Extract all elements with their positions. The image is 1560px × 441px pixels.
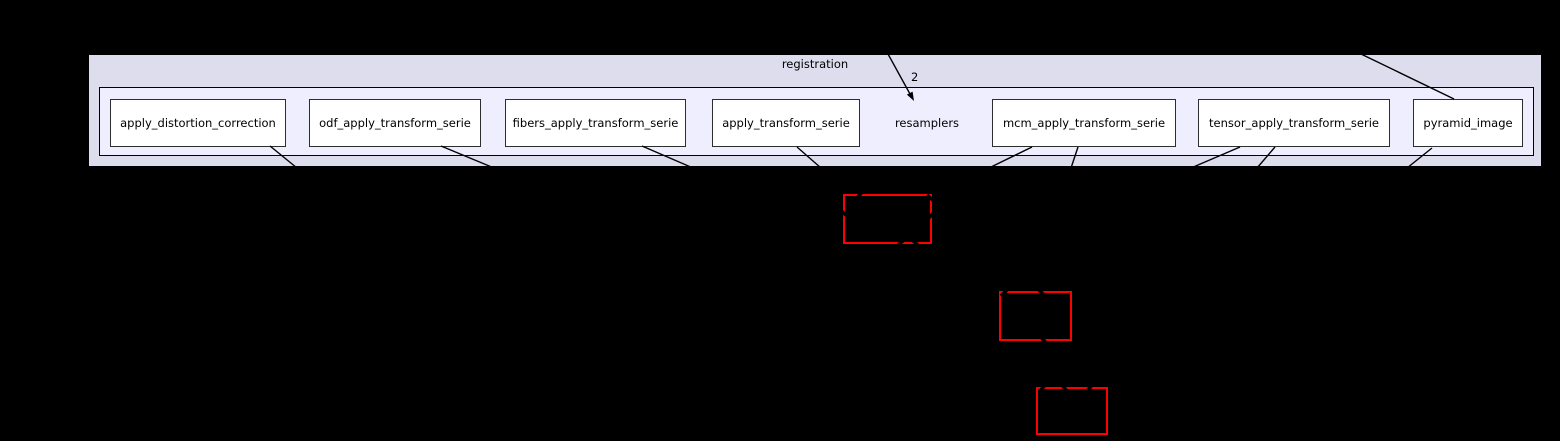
cluster-title-registration: registration xyxy=(781,57,849,71)
node-tensor-apply-transform-serie[interactable]: tensor_apply_transform_serie xyxy=(1198,99,1390,147)
node-fibers-apply-transform-serie[interactable]: fibers_apply_transform_serie xyxy=(505,99,686,147)
node-odf-apply-transform-serie[interactable]: odf_apply_transform_serie xyxy=(309,99,481,147)
node-mcm-apply-transform-serie[interactable]: mcm_apply_transform_serie xyxy=(992,99,1176,147)
node-resamplers-current: resamplers xyxy=(894,116,960,130)
truncated-node-3[interactable] xyxy=(1036,387,1108,435)
truncated-node-2[interactable] xyxy=(999,291,1072,341)
node-apply-transform-serie[interactable]: apply_transform_serie xyxy=(712,99,860,147)
edge-count-label: 2 xyxy=(911,70,919,84)
node-apply-distortion-correction[interactable]: apply_distortion_correction xyxy=(110,99,286,147)
node-pyramid-image[interactable]: pyramid_image xyxy=(1413,99,1523,147)
truncated-node-1[interactable] xyxy=(843,194,932,244)
